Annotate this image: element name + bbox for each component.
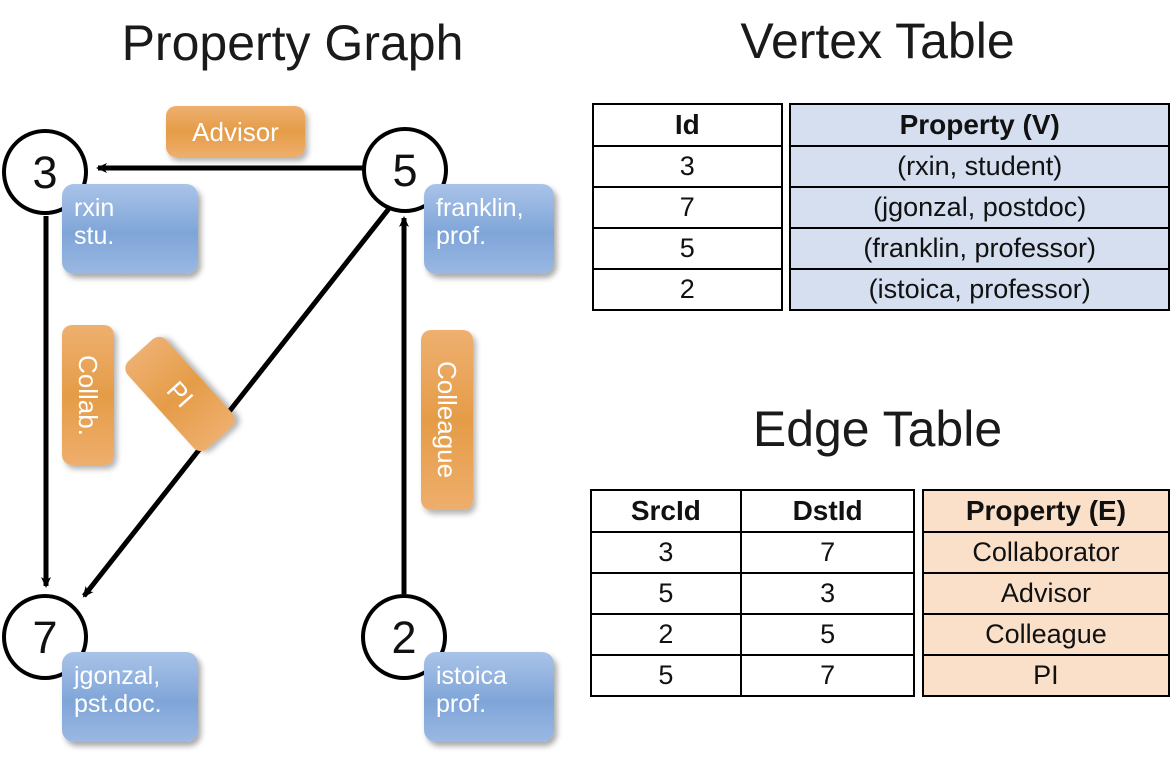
vertex-row-3-id: 2 bbox=[592, 268, 783, 311]
graph-node-5[interactable]: 5 bbox=[362, 127, 448, 213]
graph-node-7-property-line1: jgonzal, bbox=[74, 662, 161, 690]
vertex-row-1-property: (jgonzal, postdoc) bbox=[789, 186, 1170, 229]
graph-node-5-property-box: franklin, prof. bbox=[424, 184, 554, 274]
graph-edge-label-colleague: Colleague bbox=[421, 330, 473, 510]
table-row[interactable]: 5 (franklin, professor) bbox=[592, 227, 1170, 270]
edge-table-header-row: SrcId DstId Property (E) bbox=[590, 489, 1170, 533]
page-title-vertex-table: Vertex Table bbox=[740, 13, 1015, 69]
graph-edge-label-collab-text: Collab. bbox=[73, 354, 103, 436]
edge-row-0-src: 3 bbox=[590, 531, 742, 574]
table-column-gap bbox=[781, 269, 791, 310]
edge-row-2-property: Colleague bbox=[921, 613, 1170, 656]
edge-row-3-src: 5 bbox=[590, 654, 742, 697]
vertex-table-col-property: Property (V) bbox=[789, 103, 1170, 147]
graph-edge-label-colleague-text: Colleague bbox=[432, 361, 462, 479]
table-column-gap bbox=[914, 573, 923, 614]
graph-node-5-label: 5 bbox=[392, 144, 418, 196]
table-row[interactable]: 2 (istoica, professor) bbox=[592, 268, 1170, 311]
edge-table: SrcId DstId Property (E) 3 7 Collaborato… bbox=[590, 489, 1170, 697]
table-column-gap bbox=[781, 228, 791, 269]
edge-row-0-dst: 7 bbox=[739, 531, 916, 574]
page-title-edge-table: Edge Table bbox=[752, 401, 1003, 457]
table-row[interactable]: 3 7 Collaborator bbox=[590, 531, 1170, 574]
table-column-gap bbox=[781, 146, 791, 187]
edge-row-1-dst: 3 bbox=[739, 572, 916, 615]
vertex-row-0-id: 3 bbox=[592, 145, 783, 188]
table-row[interactable]: 5 7 PI bbox=[590, 654, 1170, 697]
property-graph-panel: Property Graph 3 5 7 2 rxin stu. frankli… bbox=[2, 15, 554, 742]
graph-node-3-label: 3 bbox=[32, 146, 58, 198]
graph-node-2-property-line1: istoica bbox=[436, 662, 507, 690]
edge-row-3-property: PI bbox=[921, 654, 1170, 697]
table-row[interactable]: 3 (rxin, student) bbox=[592, 145, 1170, 188]
vertex-row-2-property: (franklin, professor) bbox=[789, 227, 1170, 270]
graph-node-3-property-box: rxin stu. bbox=[62, 184, 198, 274]
vertex-row-0-property: (rxin, student) bbox=[789, 145, 1170, 188]
edge-table-col-property: Property (E) bbox=[921, 489, 1170, 533]
graph-edge-label-advisor: Advisor bbox=[166, 106, 305, 157]
table-column-gap bbox=[781, 104, 791, 146]
edge-arrow-5-to-7 bbox=[82, 204, 393, 598]
table-column-gap bbox=[914, 532, 923, 573]
edge-row-2-dst: 5 bbox=[739, 613, 916, 656]
edge-row-0-property: Collaborator bbox=[921, 531, 1170, 574]
vertex-row-3-property: (istoica, professor) bbox=[789, 268, 1170, 311]
graph-node-5-property-line2: prof. bbox=[436, 222, 487, 250]
table-row[interactable]: 7 (jgonzal, postdoc) bbox=[592, 186, 1170, 229]
page-title-property-graph: Property Graph bbox=[121, 15, 464, 71]
edge-row-3-dst: 7 bbox=[739, 654, 916, 697]
table-column-gap bbox=[914, 614, 923, 655]
graph-node-3-property-line2: stu. bbox=[74, 222, 115, 250]
graph-node-7-label: 7 bbox=[32, 611, 58, 663]
graph-node-5-property-line1: franklin, bbox=[436, 194, 524, 222]
edge-row-1-property: Advisor bbox=[921, 572, 1170, 615]
vertex-table-header-row: Id Property (V) bbox=[592, 103, 1170, 147]
vertex-table: Id Property (V) 3 (rxin, student) 7 (jgo… bbox=[592, 103, 1170, 311]
table-row[interactable]: 5 3 Advisor bbox=[590, 572, 1170, 615]
graph-node-7-property-box: jgonzal, pst.doc. bbox=[62, 652, 198, 742]
table-column-gap bbox=[914, 655, 923, 696]
graph-node-3-property-line1: rxin bbox=[74, 194, 115, 222]
table-column-gap bbox=[914, 490, 923, 532]
edge-table-col-dstid: DstId bbox=[739, 489, 916, 533]
graph-edges-svg bbox=[41, 163, 409, 598]
graph-edge-label-advisor-text: Advisor bbox=[192, 116, 279, 147]
edge-table-col-srcid: SrcId bbox=[590, 489, 742, 533]
vertex-table-col-id: Id bbox=[592, 103, 783, 147]
table-row[interactable]: 2 5 Colleague bbox=[590, 613, 1170, 656]
graph-edge-label-collab: Collab. bbox=[62, 325, 114, 465]
vertex-row-2-id: 5 bbox=[592, 227, 783, 270]
edge-row-2-src: 2 bbox=[590, 613, 742, 656]
edge-row-1-src: 5 bbox=[590, 572, 742, 615]
graph-node-2-property-box: istoica prof. bbox=[424, 652, 554, 742]
graph-node-2-property-line2: prof. bbox=[436, 690, 487, 718]
graph-node-7-property-line2: pst.doc. bbox=[74, 690, 162, 718]
graph-node-2[interactable]: 2 bbox=[361, 594, 447, 680]
graph-edge-label-pi-text: PI bbox=[160, 374, 200, 414]
graph-node-2-label: 2 bbox=[391, 611, 417, 663]
table-column-gap bbox=[781, 187, 791, 228]
vertex-row-1-id: 7 bbox=[592, 186, 783, 229]
